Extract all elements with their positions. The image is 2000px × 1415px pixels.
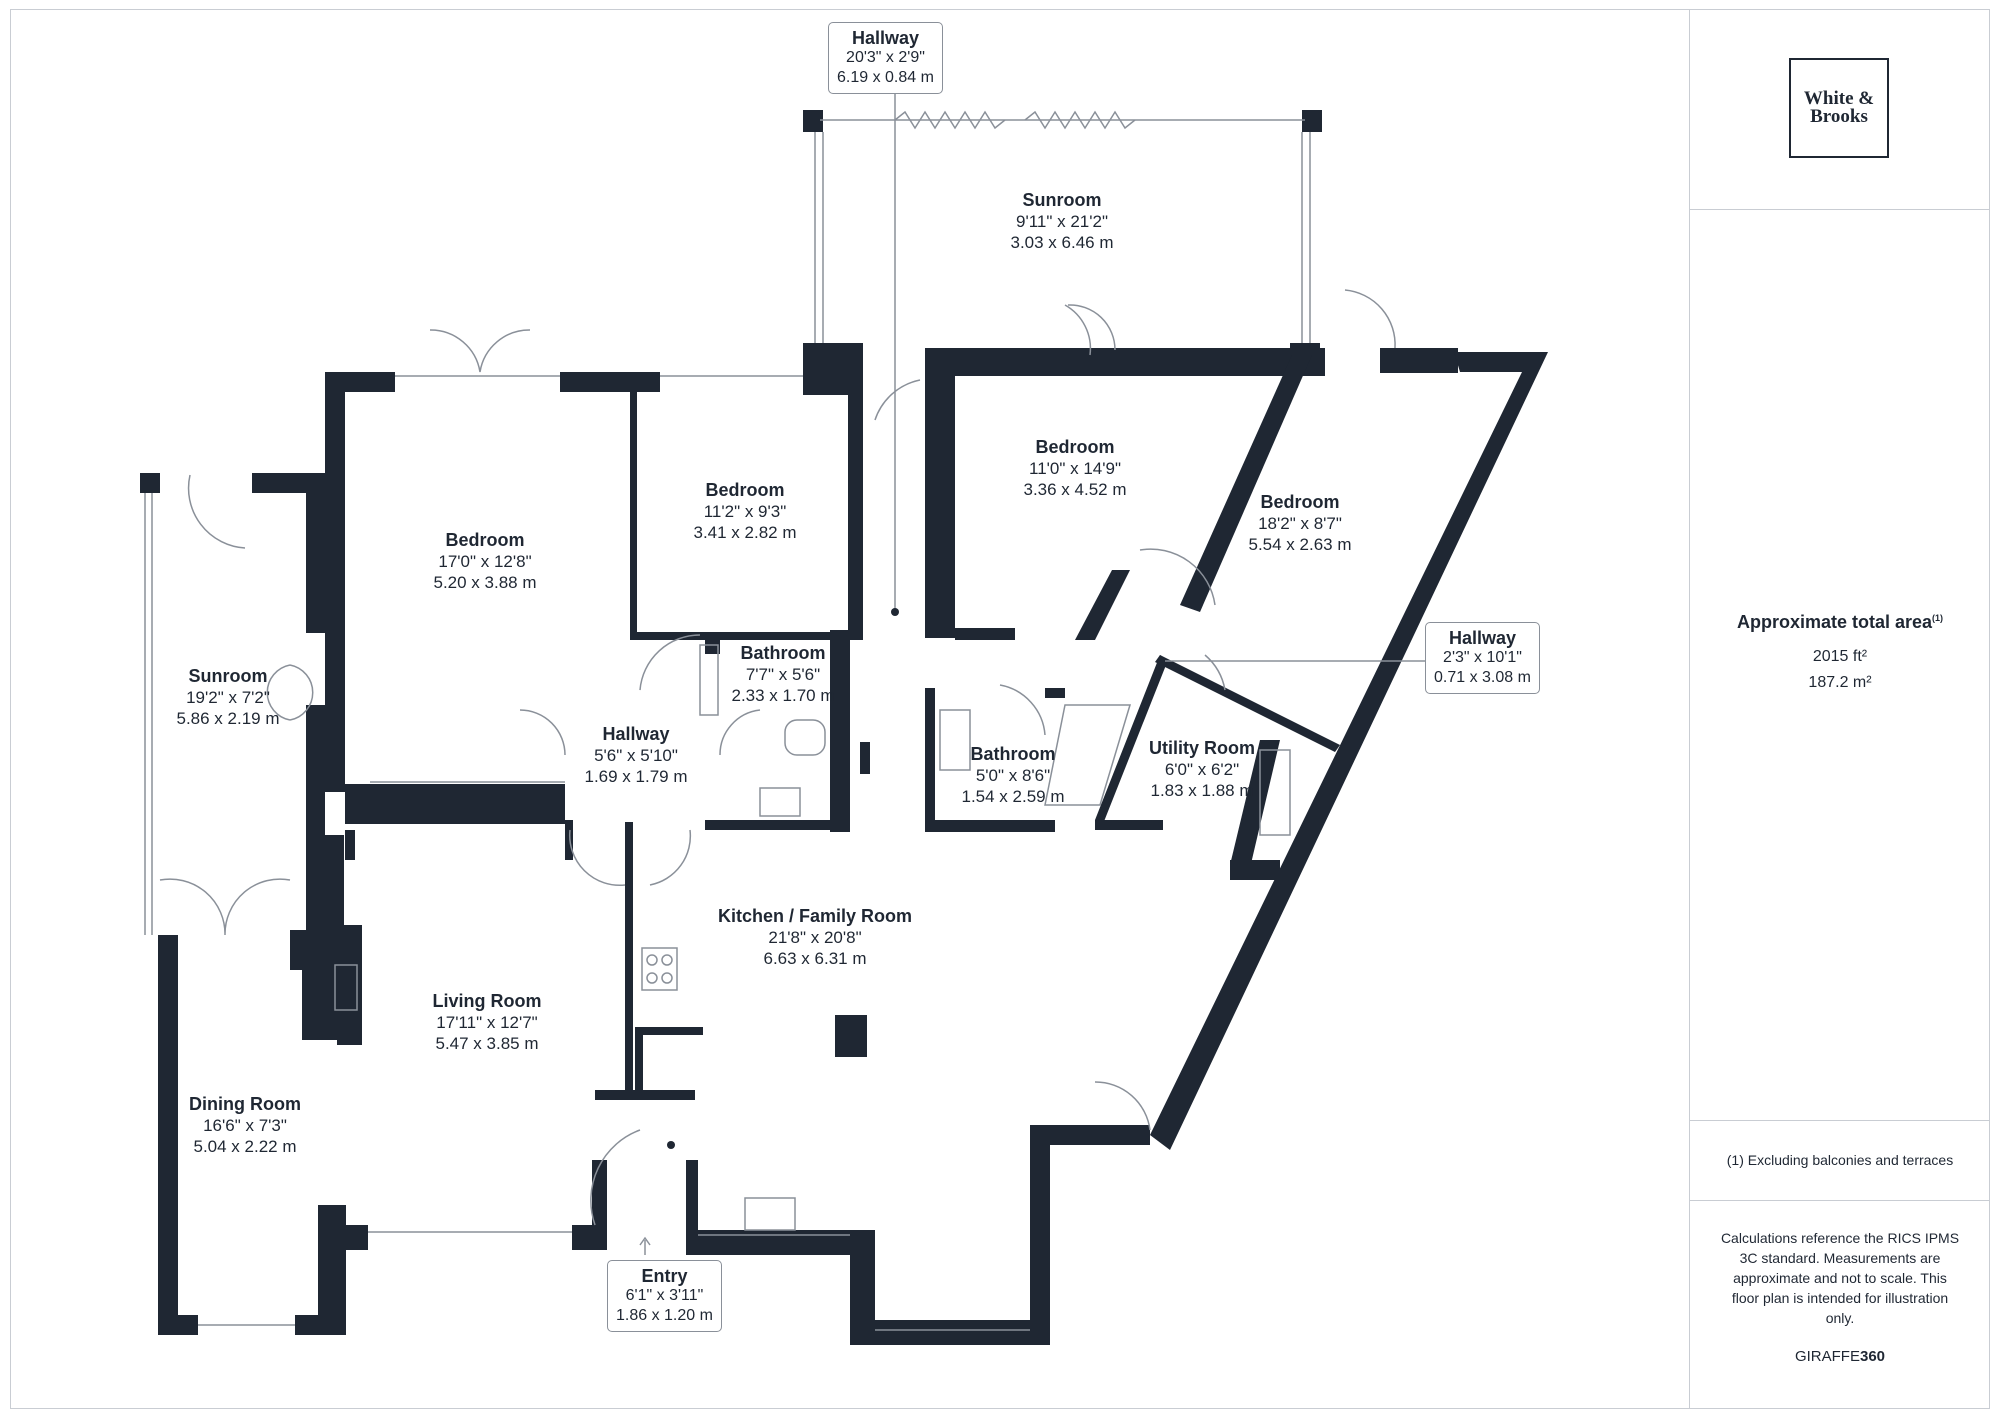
- sidebar-divider: [1690, 1120, 1990, 1121]
- sunroom-top-label: Sunroom 9'11" x 21'2" 3.03 x 6.46 m: [1010, 190, 1114, 252]
- entry-marker: [667, 1141, 675, 1149]
- entry-label: Entry 6'1" x 3'11" 1.86 x 1.20 m: [607, 1260, 722, 1332]
- sunroom-left-label: Sunroom 19'2" x 7'2" 5.86 x 2.19 m: [176, 666, 280, 728]
- bedroom-4-label: Bedroom 18'2" x 8'7" 5.54 x 2.63 m: [1248, 492, 1352, 554]
- dining-room-label: Dining Room 16'6" x 7'3" 5.04 x 2.22 m: [189, 1094, 301, 1156]
- sidebar-divider: [1690, 209, 1990, 210]
- area-m: 187.2 m²: [1808, 674, 1872, 691]
- walls: [140, 110, 1548, 1345]
- page-frame: [10, 9, 1990, 1409]
- area-title: Approximate total area(1): [1736, 612, 1944, 632]
- utility-room-label: Utility Room 6'0" x 6'2" 1.83 x 1.88 m: [1149, 738, 1255, 800]
- bathroom-1-label: Bathroom 7'7" x 5'6" 2.33 x 1.70 m: [731, 643, 835, 705]
- area-note-mark: (1): [1932, 613, 1944, 623]
- bedroom-1-label: Bedroom 17'0" x 12'8" 5.20 x 3.88 m: [433, 530, 537, 592]
- hallway-top-label: Hallway 20'3" x 2'9" 6.19 x 0.84 m: [828, 22, 943, 94]
- brand-footer-bold: 360: [1859, 1348, 1886, 1365]
- hallway-marker: [891, 608, 899, 616]
- hallway-right-label: Hallway 2'3" x 10'1" 0.71 x 3.08 m: [1425, 622, 1540, 694]
- kitchen-label: Kitchen / Family Room 21'8" x 20'8" 6.63…: [717, 906, 913, 968]
- logo-line-2: Brooks: [1810, 106, 1868, 127]
- bathroom-2-label: Bathroom 5'0" x 8'6" 1.54 x 2.59 m: [961, 744, 1065, 806]
- brand-footer: GIRAFFE360: [1690, 1348, 1990, 1365]
- bedroom-2-label: Bedroom 11'2" x 9'3" 3.41 x 2.82 m: [693, 480, 797, 542]
- disclaimer: Calculations reference the RICS IPMS 3C …: [1720, 1230, 1960, 1326]
- brand-logo: White & Brooks: [1789, 58, 1889, 158]
- footnote: (1) Excluding balconies and terraces: [1726, 1152, 1954, 1168]
- info-sidebar: White & Brooks Approximate total area(1)…: [1689, 10, 1990, 1408]
- kitchen-island: [840, 1015, 867, 1057]
- fixtures: [144, 80, 1425, 1331]
- living-room-label: Living Room 17'11" x 12'7" 5.47 x 3.85 m: [432, 991, 542, 1053]
- sidebar-divider: [1690, 1200, 1990, 1201]
- brand-footer-light: GIRAFFE: [1794, 1348, 1860, 1365]
- logo-line-1: White &: [1803, 88, 1875, 109]
- area-ft: 2015 ft²: [1812, 648, 1868, 665]
- hallway-mid-label: Hallway 5'6" x 5'10" 1.69 x 1.79 m: [584, 724, 688, 786]
- bedroom-3-label: Bedroom 11'0" x 14'9" 3.36 x 4.52 m: [1023, 437, 1127, 499]
